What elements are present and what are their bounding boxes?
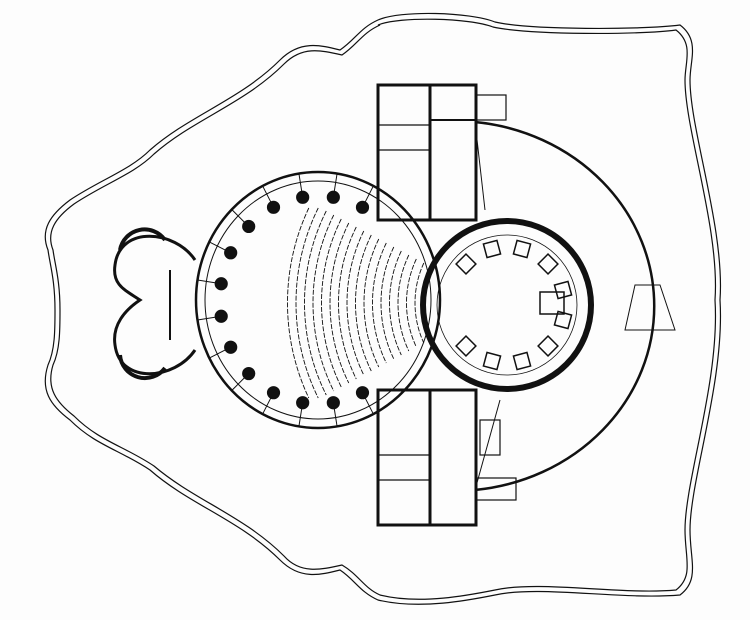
rib (362, 185, 374, 208)
seat-row (363, 238, 380, 368)
rib (332, 173, 338, 198)
rib (332, 402, 338, 427)
seat-row (380, 246, 395, 360)
seat-row (321, 218, 342, 388)
rib (209, 241, 231, 254)
auditorium (194, 170, 442, 430)
stage-pylon (512, 351, 532, 371)
auditorium-columns (197, 173, 374, 427)
seat-row (397, 254, 410, 352)
seat-row (372, 242, 387, 364)
seat-row (304, 210, 327, 396)
seat-row (329, 222, 350, 384)
stage-pylon (482, 351, 502, 371)
stage-columns (455, 239, 573, 371)
rib (262, 185, 274, 208)
seat-row (406, 258, 417, 348)
rib (298, 402, 304, 427)
rear-stage-arc (474, 120, 676, 492)
rib (197, 315, 222, 321)
stage-pylon (512, 239, 532, 259)
stage-pylon (482, 239, 502, 259)
rib (362, 392, 374, 415)
stage-pylon (455, 253, 477, 275)
seat-row (295, 207, 319, 399)
rib (231, 209, 250, 227)
seating-rows (287, 207, 425, 399)
bottom-service-block (376, 388, 517, 527)
rib (209, 346, 231, 359)
stage (420, 218, 594, 392)
seat-row (287, 207, 310, 399)
top-service-block (376, 83, 507, 222)
seat-row (338, 226, 357, 380)
seat-row (346, 230, 365, 376)
stage-pylon (455, 335, 477, 357)
seat-row (312, 214, 335, 392)
foyer (113, 227, 197, 381)
seat-row (414, 262, 425, 344)
rib (197, 279, 222, 285)
stage-pylon (553, 280, 573, 300)
rib (262, 392, 274, 415)
site-boundary (44, 12, 722, 605)
seat-row (355, 234, 372, 372)
rib (298, 173, 304, 198)
stage-pylon (553, 310, 573, 330)
seat-row (389, 250, 402, 356)
stage-pylon (537, 335, 559, 357)
stage-pylon (537, 253, 559, 275)
rib (231, 373, 250, 391)
